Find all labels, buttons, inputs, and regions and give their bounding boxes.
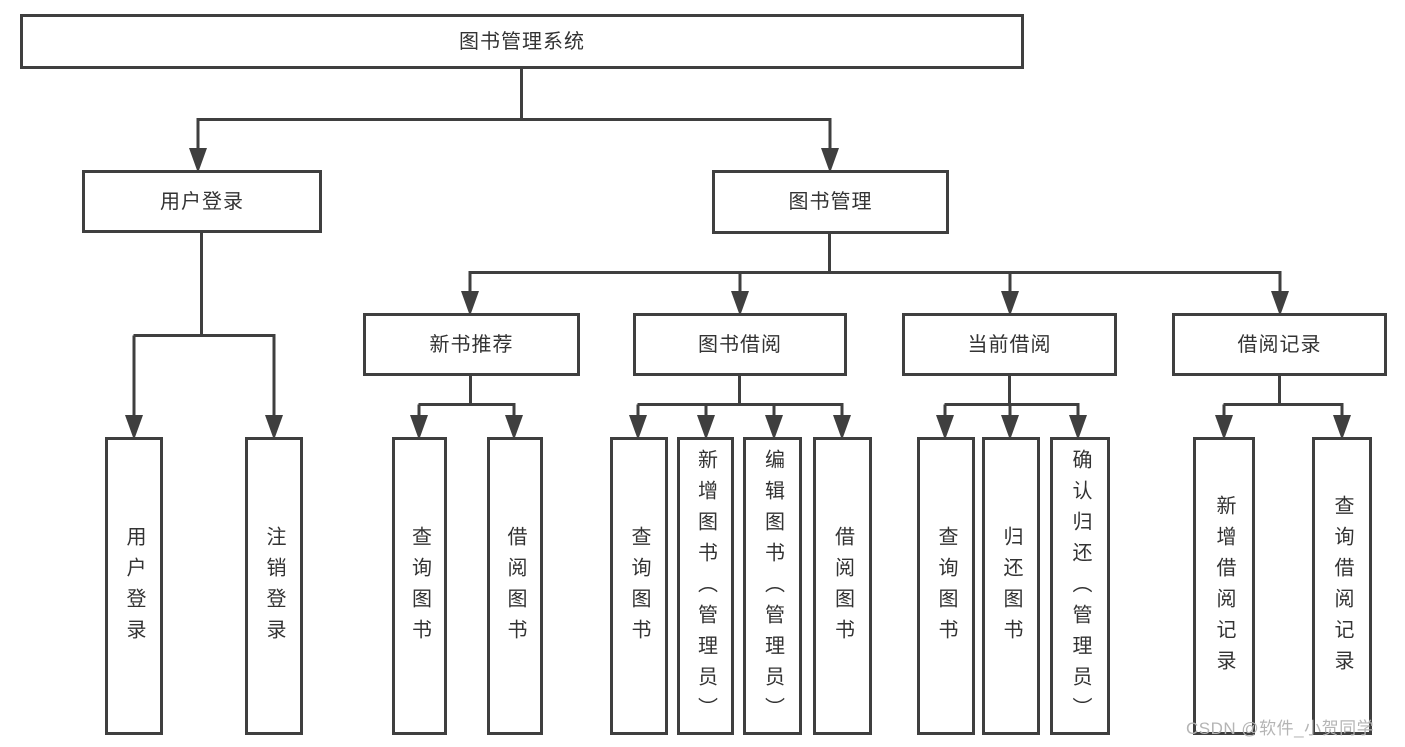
- leaf-borrow-books-recommend: 借阅图书: [487, 437, 543, 735]
- node-label: 新增图书（管理员）: [694, 448, 717, 728]
- leaf-query-books-recommend: 查询图书: [392, 437, 447, 735]
- node-borrowing-records: 借阅记录: [1172, 313, 1387, 376]
- leaf-borrow-books-borrowing: 借阅图书: [813, 437, 872, 735]
- leaf-edit-book-admin: 编辑图书（管理员）: [743, 437, 802, 735]
- leaf-confirm-return-admin: 确认归还（管理员）: [1050, 437, 1110, 735]
- arrow-heads: [125, 148, 1351, 440]
- node-new-book-recommendation: 新书推荐: [363, 313, 580, 376]
- leaf-return-book: 归还图书: [982, 437, 1040, 735]
- leaf-query-books-borrowing: 查询图书: [610, 437, 668, 735]
- node-user-login: 用户登录: [82, 170, 322, 233]
- leaf-add-book-admin: 新增图书（管理员）: [677, 437, 734, 735]
- node-label: 查询借阅记录: [1331, 495, 1353, 681]
- tree-branch-lines: [133, 67, 1344, 406]
- node-label: 查询图书: [935, 526, 957, 650]
- node-label: 借阅图书: [831, 526, 854, 650]
- arrow-shafts: [132, 119, 1344, 422]
- node-label: 借阅图书: [504, 526, 526, 650]
- node-label: 编辑图书（管理员）: [761, 448, 784, 728]
- leaf-query-books-current: 查询图书: [917, 437, 975, 735]
- node-book-borrowing: 图书借阅: [633, 313, 847, 376]
- node-label: 图书管理系统: [459, 30, 585, 53]
- leaf-logout: 注销登录: [245, 437, 303, 735]
- node-label: 用户登录: [123, 526, 145, 650]
- leaf-add-borrow-record: 新增借阅记录: [1193, 437, 1255, 735]
- node-label: 归还图书: [1000, 526, 1022, 650]
- node-current-borrowing: 当前借阅: [902, 313, 1117, 376]
- node-label: 借阅记录: [1237, 333, 1322, 356]
- node-library-management-system: 图书管理系统: [20, 14, 1024, 69]
- node-label: 当前借阅: [967, 333, 1052, 356]
- node-label: 注销登录: [263, 526, 285, 650]
- csdn-watermark: CSDN @软件_小贺同学: [1186, 719, 1375, 738]
- node-label: 新书推荐: [429, 333, 514, 356]
- node-label: 确认归还（管理员）: [1069, 448, 1091, 728]
- node-label: 图书借阅: [698, 333, 782, 356]
- node-label: 查询图书: [408, 526, 431, 650]
- node-book-management: 图书管理: [712, 170, 949, 234]
- leaf-query-borrow-record: 查询借阅记录: [1312, 437, 1372, 735]
- node-label: 图书管理: [788, 191, 873, 213]
- node-label: 用户登录: [160, 190, 244, 213]
- node-label: 新增借阅记录: [1213, 495, 1235, 681]
- node-label: 查询图书: [628, 526, 650, 650]
- leaf-user-login: 用户登录: [105, 437, 163, 735]
